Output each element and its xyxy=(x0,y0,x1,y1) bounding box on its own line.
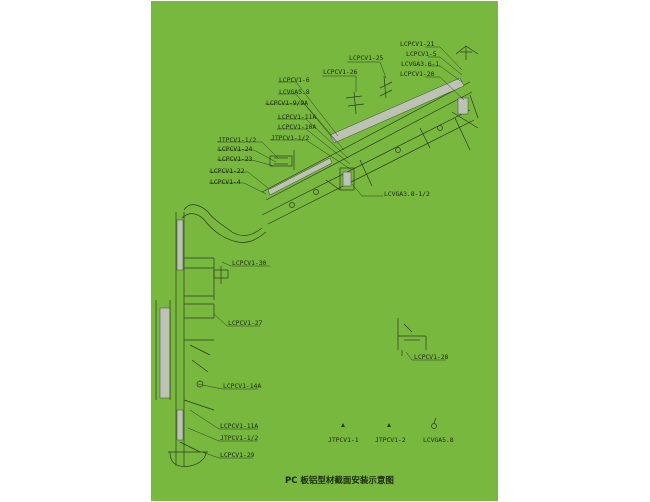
label-lcpcv1-22: LCPCV1-22 xyxy=(210,167,245,175)
bracket-26 xyxy=(345,91,365,115)
legend-symbols xyxy=(341,417,437,429)
label-lcpcv1-20: LCPCV1-20 xyxy=(400,70,435,78)
legend-jtpcv1-1: JTPCV1-1 xyxy=(328,436,359,444)
clip-detail-24 xyxy=(269,150,295,170)
label-lcpcv1-24: LCPCV1-24 xyxy=(218,145,253,153)
label-lcvga5-8: LCVGA5.8 xyxy=(279,88,310,96)
legend-jtpcv1-2: JTPCV1-2 xyxy=(375,436,406,444)
label-jtpcv1-1-2-mid: JTPCV1-1/2 xyxy=(271,134,310,142)
support-beam xyxy=(261,109,475,225)
label-lcpcv1-11a-col: LCPCV1-11A xyxy=(220,422,259,430)
label-lcpcv1-14a: LCPCV1-14A xyxy=(223,382,262,390)
ridge-detail xyxy=(451,45,479,151)
drawing-title: PC 板铝型材截面安装示意图 xyxy=(285,476,394,486)
legend-lcvga5-8: LCVGA5.8 xyxy=(423,436,454,444)
joint-box xyxy=(325,167,355,191)
label-lcpcv1-23: LCPCV1-23 xyxy=(218,155,253,163)
label-lcpcv1-27: LCPCV1-27 xyxy=(228,319,263,327)
label-lcpcv1-4: LCPCV1-4 xyxy=(210,178,241,186)
wall-column xyxy=(155,212,185,466)
base-footing xyxy=(168,441,208,467)
clip-27 xyxy=(184,303,215,319)
label-lcpcv1-30: LCPCV1-30 xyxy=(232,259,267,267)
detail-28 xyxy=(397,318,427,356)
label-lcpcv1-10a: LCPCV1-10A xyxy=(278,123,317,131)
leader-lines xyxy=(187,46,465,459)
label-lcpcv1-5: LCPCV1-5 xyxy=(406,50,437,58)
clip-14a xyxy=(183,339,215,411)
label-lcpcv1-26: LCPCV1-26 xyxy=(323,68,358,76)
label-lcpcv1-11a: LCPCV1-11A xyxy=(278,113,317,121)
label-lcvga3-8-1-2: LCVGA3.8-1/2 xyxy=(384,190,430,198)
bracket-25 xyxy=(379,75,393,99)
label-jtpcv1-1-2-col: JTPCV1-1/2 xyxy=(220,434,259,442)
label-lcvga3-6-1: LCVGA3.6-1 xyxy=(401,60,440,68)
label-jtpcv1-1-2-left: JTPCV1-1/2 xyxy=(218,136,257,144)
drawing-sheet xyxy=(151,1,498,501)
label-lcpcv1-28: LCPCV1-28 xyxy=(414,353,449,361)
eave-gutter xyxy=(181,204,267,243)
label-lcpcv1-21: LCPCV1-21 xyxy=(400,40,435,48)
label-lcpcv1-25: LCPCV1-25 xyxy=(349,54,384,62)
roof-slope xyxy=(261,77,473,201)
label-lcpcv1-29: LCPCV1-29 xyxy=(220,451,255,459)
label-lcpcv1-9-9a: LCPCV1-9/9A xyxy=(266,99,308,107)
label-lcpcv1-6: LCPCV1-6 xyxy=(279,76,310,84)
clip-30 xyxy=(184,257,229,300)
